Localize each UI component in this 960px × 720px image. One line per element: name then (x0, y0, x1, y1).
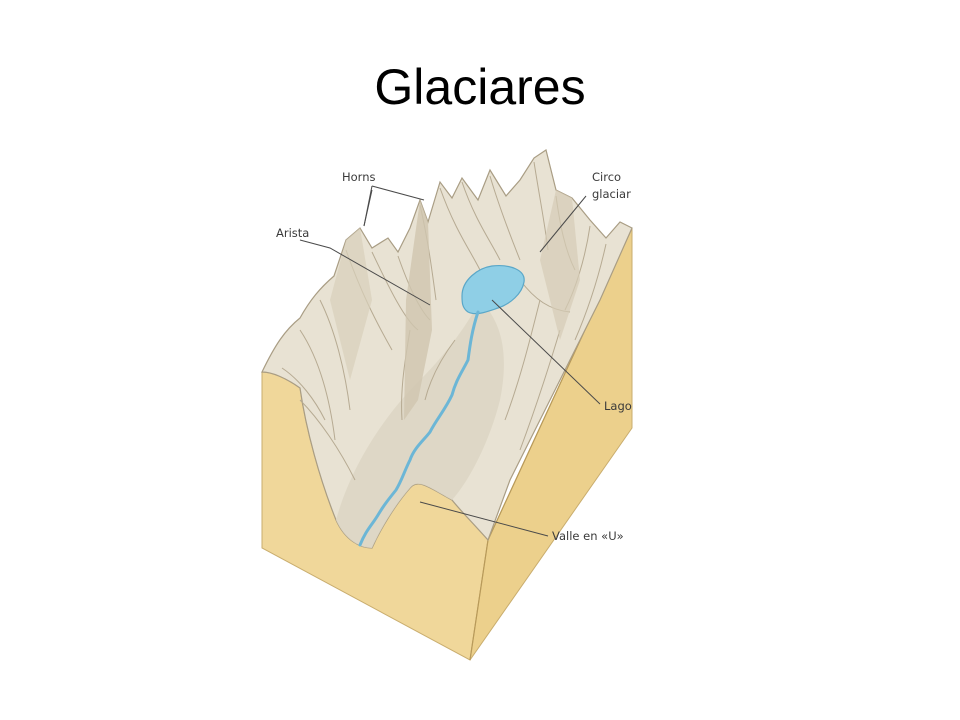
glacial-lake (461, 265, 525, 315)
valley-floor (336, 300, 504, 548)
rock-shadow-1 (404, 200, 432, 420)
river (358, 310, 480, 547)
lago-line (491, 299, 601, 405)
rock-shadow-2 (540, 190, 580, 340)
label-arista: Arista (276, 226, 309, 240)
circo-line (539, 195, 587, 253)
label-valle: Valle en «U» (552, 529, 624, 543)
leader-lines (299, 185, 601, 537)
label-circo-line1: Circo (592, 170, 621, 184)
horns-line-left (363, 189, 373, 227)
mountain-relief (261, 149, 633, 549)
horns-line-right (371, 185, 425, 201)
label-horns: Horns (342, 170, 376, 184)
label-circo-line2: glaciar (592, 187, 631, 201)
label-lago: Lago (604, 399, 632, 413)
valle-line (419, 501, 549, 537)
arista-line (299, 239, 431, 306)
slide-title: Glaciares (374, 59, 586, 115)
